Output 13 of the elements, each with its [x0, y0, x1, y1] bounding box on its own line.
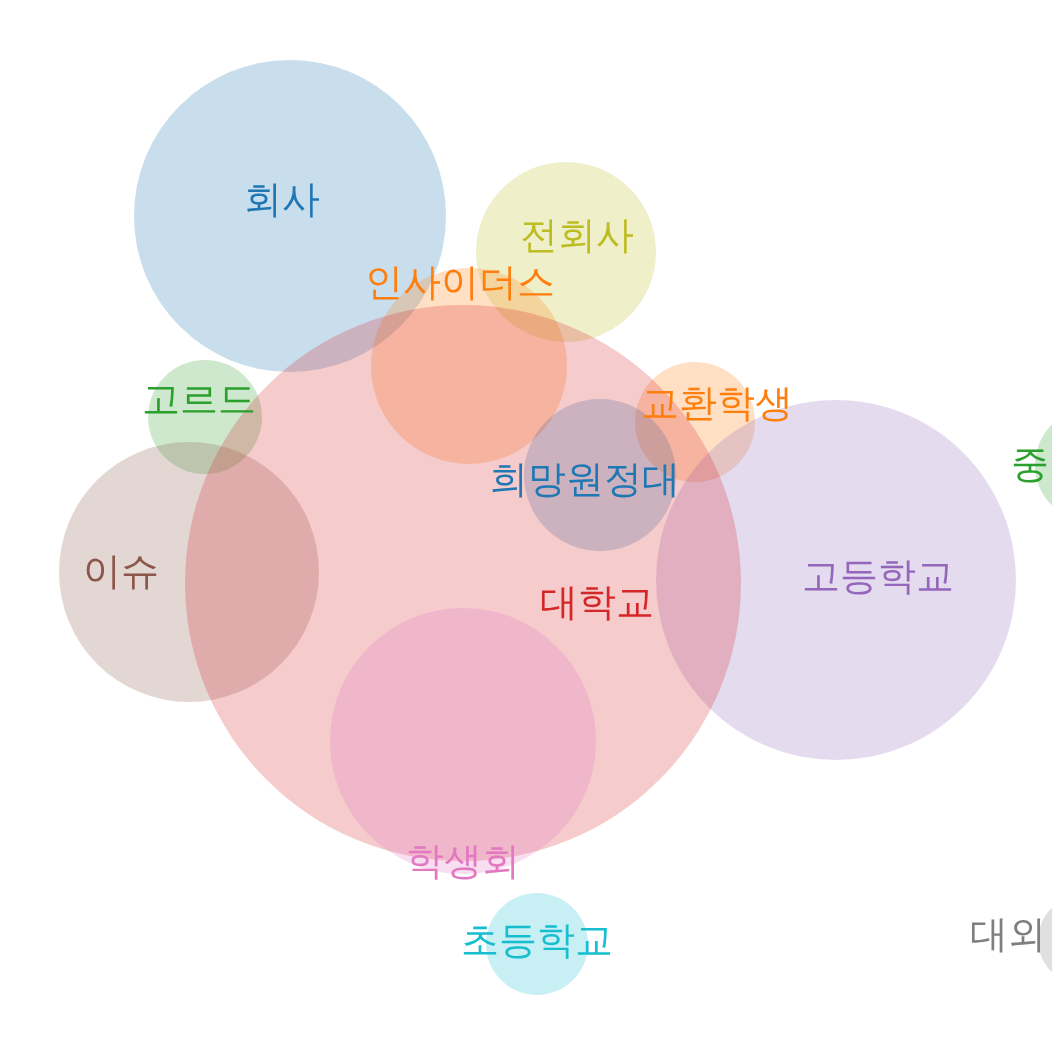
bubble-label: 이슈	[83, 551, 159, 593]
bubble-label: 중	[1011, 444, 1049, 486]
bubble-label: 대학교	[540, 582, 654, 624]
bubble-label: 회사	[244, 179, 320, 221]
bubble-label: 교환학생	[641, 383, 793, 425]
bubble-label: 전회사	[520, 215, 634, 257]
bubble-label: 초등학교	[461, 920, 613, 962]
bubble-label: 대외	[970, 914, 1046, 956]
bubble-label: 학생회	[406, 841, 520, 883]
bubble-label: 고르드	[142, 379, 256, 421]
bubble-label: 고등학교	[802, 556, 954, 598]
bubble-label: 인사이더스	[365, 262, 555, 304]
bubble-label: 희망원정대	[490, 459, 680, 501]
